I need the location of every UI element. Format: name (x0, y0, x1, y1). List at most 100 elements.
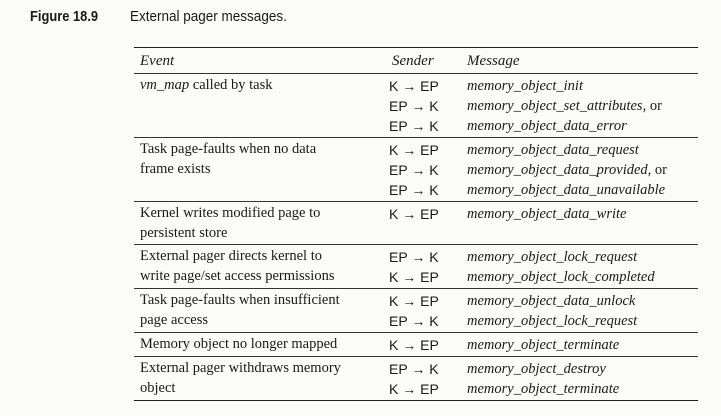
message-cell: memory_object_terminate (467, 335, 698, 355)
message-cell: memory_object_lock_request memory_object_… (467, 247, 698, 287)
message-name: memory_object_data_provided (467, 162, 648, 178)
message-cell: memory_object_data_unlock memory_object_l… (467, 291, 698, 331)
event-cell: External pager withdraws memory object (134, 359, 387, 399)
event-line: External pager directs kernel to (140, 247, 387, 267)
message-line: memory_object_lock_request (467, 247, 698, 267)
message-line: memory_object_data_write (467, 204, 698, 224)
sender-value: EP → K (389, 98, 439, 114)
message-name: memory_object_lock_request (467, 249, 638, 265)
event-cell: External pager directs kernel to write pa… (134, 247, 387, 287)
figure-title: External pager messages. (130, 8, 287, 25)
event-line: Task page-faults when no data (140, 140, 387, 160)
sender-value: K → EP (389, 337, 439, 353)
table-row: Kernel writes modified page to persistent… (134, 202, 698, 245)
message-cell: memory_object_init memory_object_set_attr… (467, 76, 698, 136)
sender-cell: K → EP EP → K EP → K (387, 76, 467, 136)
event-line: Kernel writes modified page to (140, 204, 387, 224)
event-cell: Task page-faults when insufficient page a… (134, 291, 387, 331)
header-event: Event (140, 52, 175, 69)
event-line: persistent store (140, 224, 387, 244)
event-line: write page/set access permissions (140, 267, 387, 287)
message-name: memory_object_init (467, 78, 583, 94)
message-line: memory_object_set_attributes, or (467, 96, 698, 116)
messages-table: Event Sender Message vm_map called by ta… (134, 47, 698, 401)
sender-cell: EP → K K → EP (387, 359, 467, 399)
message-name: memory_object_data_write (467, 206, 627, 222)
sender-cell: K → EP EP → K EP → K (387, 140, 467, 200)
event-text: External pager directs kernel to (140, 248, 322, 264)
header-sender: Sender (392, 52, 434, 69)
event-text: Memory object no longer mapped (140, 336, 338, 352)
message-name: memory_object_terminate (467, 381, 620, 397)
sender-value: EP → K (389, 182, 439, 198)
event-cell: Kernel writes modified page to persistent… (134, 204, 387, 243)
event-text: called by task (189, 77, 273, 93)
table-row: Task page-faults when no data frame exist… (134, 138, 698, 202)
event-text: External pager withdraws memory (140, 360, 341, 376)
event-cell: Task page-faults when no data frame exist… (134, 140, 387, 200)
header-message: Message (467, 52, 520, 69)
sender-value: K → EP (389, 381, 439, 397)
event-text: object (140, 379, 176, 396)
sender-cell: EP → K K → EP (387, 247, 467, 287)
message-cell: memory_object_destroy memory_object_termi… (467, 359, 698, 399)
message-line: memory_object_data_unavailable (467, 180, 698, 200)
sender-value: K → EP (389, 269, 439, 285)
event-line: page access (140, 311, 387, 331)
message-line: memory_object_lock_request (467, 311, 698, 331)
message-suffix: , or (642, 98, 662, 114)
message-line: memory_object_destroy (467, 359, 698, 379)
table-row: External pager withdraws memory object EP … (134, 357, 698, 400)
event-text: Kernel writes modified page to (140, 205, 321, 221)
sender-value: EP → K (389, 162, 439, 178)
message-name: memory_object_data_unavailable (467, 182, 666, 198)
event-line: object (140, 379, 387, 399)
event-cell: vm_map called by task (134, 76, 387, 136)
message-name: memory_object_data_request (467, 142, 639, 158)
message-name: memory_object_destroy (467, 361, 606, 377)
event-text: frame exists (140, 160, 211, 177)
message-line: memory_object_terminate (467, 379, 698, 399)
message-line: memory_object_data_request (467, 140, 698, 160)
sender-value: K → EP (389, 293, 439, 309)
message-cell: memory_object_data_write (467, 204, 698, 243)
event-line: frame exists (140, 160, 387, 180)
event-text: write page/set access permissions (140, 267, 335, 284)
message-name: memory_object_lock_request (467, 313, 638, 329)
event-line: Task page-faults when insufficient (140, 291, 387, 311)
sender-value: EP → K (389, 313, 439, 329)
sender-cell: K → EP EP → K (387, 291, 467, 331)
event-text: persistent store (140, 224, 228, 241)
sender-value: K → EP (389, 78, 439, 94)
sender-value: EP → K (389, 118, 439, 134)
message-name: memory_object_data_unlock (467, 293, 636, 309)
sender-value: EP → K (389, 361, 439, 377)
message-suffix: , or (647, 162, 668, 178)
event-text: page access (140, 311, 209, 328)
message-line: memory_object_terminate (467, 335, 698, 355)
message-line: memory_object_data_unlock (467, 291, 698, 311)
event-line: Memory object no longer mapped (140, 335, 387, 355)
message-line: memory_object_data_provided, or (467, 160, 698, 180)
table-header: Event Sender Message (134, 48, 698, 74)
message-line: memory_object_init (467, 76, 698, 96)
sender-value: K → EP (389, 206, 439, 222)
event-text: Task page-faults when insufficient (140, 292, 340, 308)
table-row: External pager directs kernel to write pa… (134, 245, 698, 289)
event-line: External pager withdraws memory (140, 359, 387, 379)
sender-cell: K → EP (387, 204, 467, 243)
table-row: Memory object no longer mapped K → EP memo… (134, 333, 698, 357)
event-cell: Memory object no longer mapped (134, 335, 387, 355)
figure-number: Figure 18.9 (30, 8, 99, 25)
table-row: Task page-faults when insufficient page a… (134, 289, 698, 333)
message-name: memory_object_data_error (467, 118, 627, 134)
message-line: memory_object_lock_completed (467, 267, 698, 287)
sender-cell: K → EP (387, 335, 467, 355)
message-line: memory_object_data_error (467, 116, 698, 136)
event-text: Task page-faults when no data (140, 141, 317, 157)
message-name: memory_object_lock_completed (467, 269, 655, 285)
sender-value: K → EP (389, 142, 439, 158)
sender-value: EP → K (389, 249, 439, 265)
